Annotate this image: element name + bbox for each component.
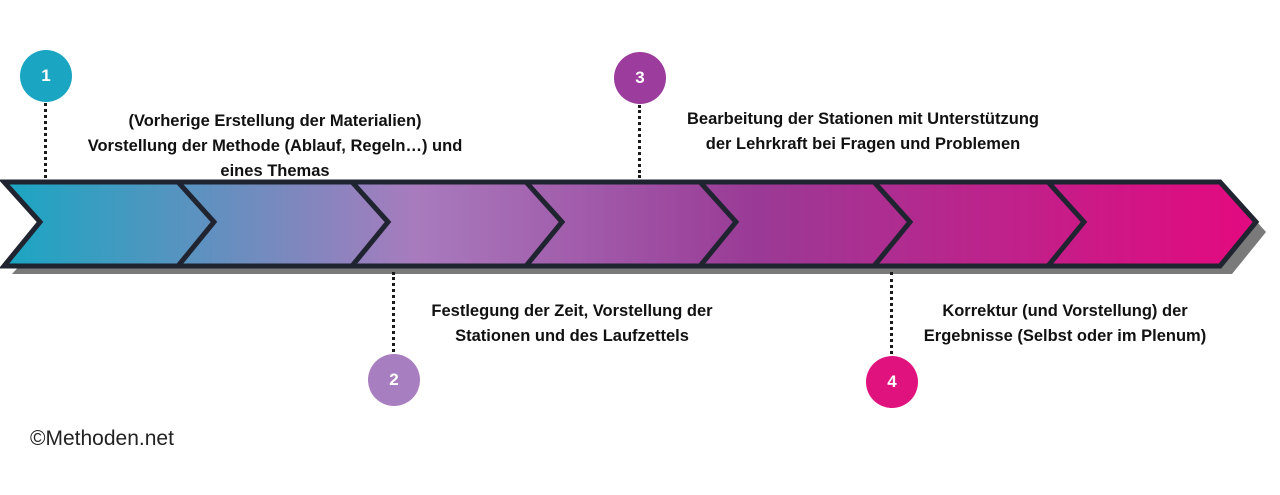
chevron-divider [1046, 180, 1088, 268]
step-2-line-2: Stationen und des Laufzettels [455, 327, 689, 345]
step-3-line-1: Bearbeitung der Stationen mit Unterstütz… [686, 110, 1039, 128]
step-4-line-1: Korrektur (und Vorstellung) der [942, 302, 1188, 320]
step-2-number-circle: 2 [368, 354, 420, 406]
step-1-connector [44, 103, 47, 178]
arrow-band [0, 179, 1260, 269]
step-1-line-3: eines Themas [220, 162, 330, 180]
step-2-line-1: Festlegung der Zeit, Vorstellung der [431, 302, 713, 320]
step-1-number-circle: 1 [20, 50, 72, 102]
step-4-number-circle: 4 [866, 356, 918, 408]
chevron-divider [176, 180, 218, 268]
step-1-line-2: Vorstellung der Methode (Ablauf, Regeln…… [87, 137, 463, 155]
step-4-connector [890, 272, 893, 354]
step-4-line-2: Ergebnisse (Selbst oder im Plenum) [923, 327, 1207, 345]
step-3-line-2: der Lehrkraft bei Fragen und Problemen [705, 135, 1021, 153]
step-2-description: Festlegung der Zeit, Vorstellung der Sta… [402, 299, 742, 349]
step-2-connector [392, 272, 395, 352]
chevron-dividers [176, 180, 1088, 268]
step-3-connector [638, 105, 641, 178]
copyright-notice: ©Methoden.net [30, 427, 174, 450]
step-3-description: Bearbeitung der Stationen mit Unterstütz… [653, 107, 1073, 157]
step-1-description: (Vorherige Erstellung der Materialien) V… [40, 109, 510, 184]
chevron-divider [872, 180, 914, 268]
chevron-divider [350, 180, 392, 268]
chevron-divider [698, 180, 740, 268]
step-3-number-circle: 3 [614, 52, 666, 104]
step-1-line-1: (Vorherige Erstellung der Materialien) [128, 112, 422, 130]
step-4-description: Korrektur (und Vorstellung) der Ergebnis… [895, 299, 1235, 349]
chevron-divider [524, 180, 566, 268]
